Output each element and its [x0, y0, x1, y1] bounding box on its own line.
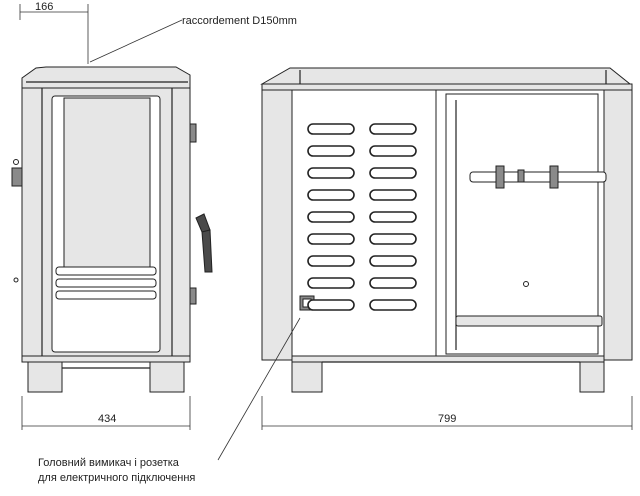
switch-note-line2: для електричного підключення — [38, 472, 195, 484]
side-view — [11, 66, 213, 393]
switch-note-line1: Головний вимикач і розетка — [38, 457, 180, 469]
vent-slots — [307, 123, 417, 311]
top-offset-dimension: 166 — [19, 1, 89, 64]
depth-dimension: 434 — [21, 396, 191, 430]
flue-connection-label: raccordement D150mm — [182, 15, 297, 27]
depth-label: 434 — [98, 413, 116, 425]
width-dimension: 799 — [261, 396, 633, 430]
flue-annotation: raccordement D150mm — [89, 15, 297, 63]
width-label: 799 — [438, 413, 456, 425]
rear-view — [260, 67, 633, 393]
top-offset-label: 166 — [35, 1, 53, 13]
switch-annotation: Головний вимикач і розетка для електричн… — [38, 317, 301, 484]
